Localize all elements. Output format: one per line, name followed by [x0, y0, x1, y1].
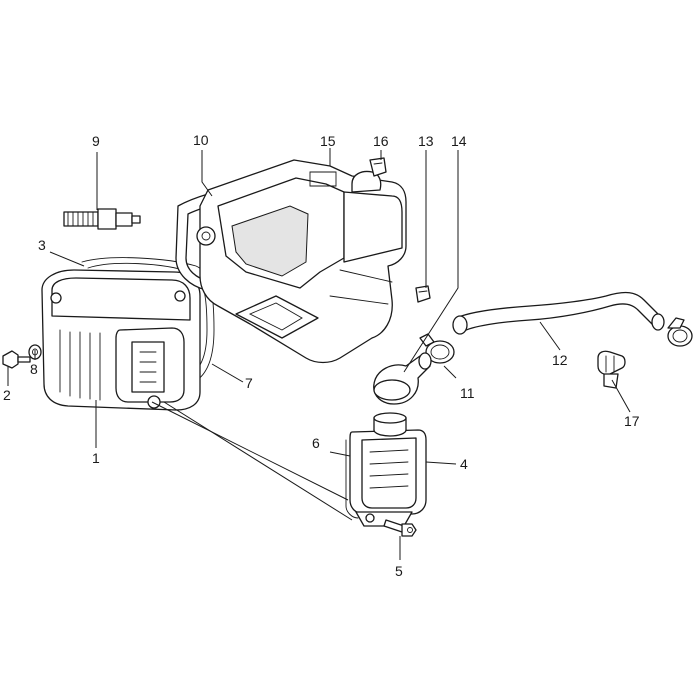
- rubber-elbow-part: [373, 352, 432, 405]
- callout-15: 15: [320, 133, 336, 149]
- callout-14: 14: [451, 133, 467, 149]
- breather-hose-part: [452, 291, 693, 347]
- callout-13: 13: [418, 133, 434, 149]
- cooling-shroud-part: [196, 159, 407, 364]
- callout-3: 3: [38, 237, 46, 253]
- clip-part-16: [369, 157, 387, 177]
- screw-part-5: [383, 519, 417, 537]
- callout-7: 7: [245, 375, 253, 391]
- callout-8: 8: [30, 361, 38, 377]
- callout-6: 6: [312, 435, 320, 451]
- callout-9: 9: [92, 133, 100, 149]
- spark-plug-part: [63, 208, 141, 230]
- callout-5: 5: [395, 563, 403, 579]
- callout-10: 10: [193, 132, 209, 148]
- callout-labels: 1 2 3 4 5 6 7 8 9 10 11 12 13 14 15 16 1…: [3, 132, 640, 579]
- callout-11: 11: [460, 385, 475, 401]
- valve-cover-part: [41, 269, 201, 411]
- callout-2: 2: [3, 387, 11, 403]
- clip-part-13: [415, 285, 431, 303]
- callout-17: 17: [624, 413, 640, 429]
- leader-lines: [7, 148, 631, 560]
- callout-12: 12: [552, 352, 568, 368]
- callout-4: 4: [460, 456, 468, 472]
- callout-16: 16: [373, 133, 389, 149]
- breather-box-part: [349, 412, 427, 527]
- hose-clamp-part: [419, 333, 455, 364]
- screw-part-2: [2, 350, 31, 369]
- breather-gasket-part: [345, 439, 359, 519]
- callout-1: 1: [92, 450, 100, 466]
- hose-clip-part-17: [597, 350, 626, 389]
